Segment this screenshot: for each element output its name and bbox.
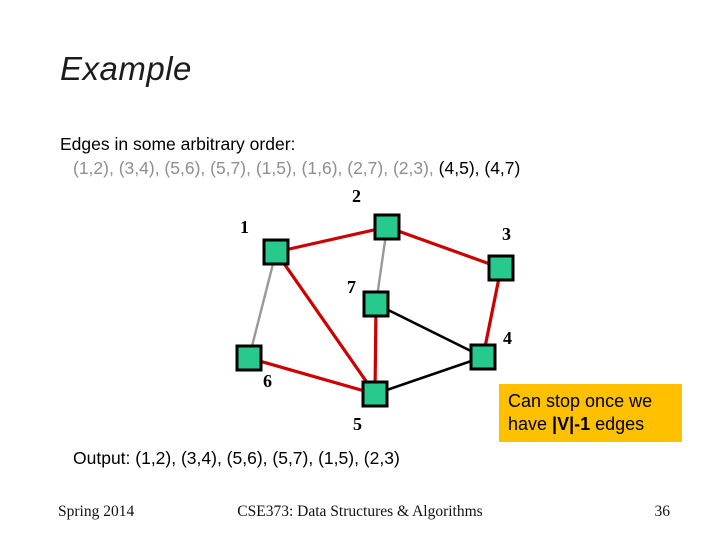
edge-2-3-accepted (386, 225, 502, 270)
footer-course-title: CSE373: Data Structures & Algorithms (237, 503, 483, 520)
vertex-label-2: 2 (352, 186, 361, 206)
callout-box: Can stop once we have |V|-1 edges (499, 384, 682, 442)
edge-order-line: (1,2), (3,4), (5,6), (5,7), (1,5), (1,6)… (60, 156, 520, 180)
callout-line1: Can stop once we (508, 391, 653, 411)
edge-order-remaining: (4,5), (4,7) (433, 158, 521, 178)
footer-page-number: 36 (654, 503, 671, 520)
slide-title: Example (60, 50, 192, 87)
vertex-node-1 (262, 238, 290, 266)
edge-3-4-accepted (481, 267, 503, 358)
vertex-label-4: 4 (503, 328, 512, 348)
vertex-node-4 (469, 343, 497, 371)
footer-semester: Spring 2014 (58, 503, 135, 520)
vertex-node-2 (373, 213, 401, 241)
edges-heading: Edges in some arbitrary order: (60, 134, 296, 154)
vertex-node-6 (235, 344, 263, 372)
vertex-label-7: 7 (347, 277, 356, 297)
callout-line2: have |V|-1 edges (508, 413, 673, 436)
callout-line2-bold: |V|-1 (552, 414, 591, 434)
vertex-label-5: 5 (353, 414, 362, 434)
vertex-label-6: 6 (263, 371, 272, 391)
edge-7-5-accepted (373, 303, 378, 395)
edge-1-5-accepted (274, 251, 377, 395)
output-line: Output: (1,2), (3,4), (5,6), (5,7), (1,5… (73, 448, 400, 468)
edge-1-6-rejected (247, 251, 278, 359)
edge-order-processed: (1,2), (3,4), (5,6), (5,7), (1,5), (1,6)… (73, 158, 434, 178)
edge-1-2-accepted (275, 225, 388, 254)
vertex-label-1: 1 (240, 217, 249, 237)
vertex-node-3 (487, 254, 515, 282)
callout-line2-pre: have (508, 414, 553, 434)
vertex-label-3: 3 (502, 224, 511, 244)
callout-line2-post: edges (590, 414, 645, 434)
edge-6-5-accepted (248, 356, 376, 396)
edge-7-4-pending (375, 302, 484, 359)
vertex-node-5 (361, 380, 389, 408)
vertex-node-7 (362, 290, 390, 318)
edge-list-block: Edges in some arbitrary order: (1,2), (3… (60, 132, 520, 180)
edge-5-4-pending (374, 355, 484, 396)
